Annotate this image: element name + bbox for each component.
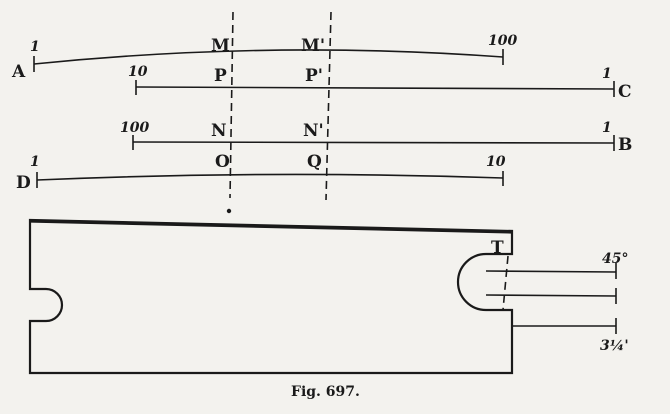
scale-a-line xyxy=(33,49,504,65)
label-n: N xyxy=(211,121,227,141)
label-b: B xyxy=(618,135,632,155)
label-p-prime: P' xyxy=(305,66,323,86)
label-o: O xyxy=(215,152,230,172)
cursor-line-left xyxy=(229,11,234,199)
scale-d-start-number: 1 xyxy=(30,154,40,170)
scale-b-end-number: 1 xyxy=(602,120,612,136)
scale-a-end-number: 100 xyxy=(488,33,517,49)
angle-scale-line xyxy=(485,270,617,273)
label-m-prime: M' xyxy=(301,36,325,56)
scale-c-start-number: 10 xyxy=(128,64,148,80)
label-p: P xyxy=(214,66,227,86)
label-m: M xyxy=(211,36,230,56)
scale-c-line xyxy=(135,86,615,90)
scale-a-start-number: 1 xyxy=(30,39,40,55)
scale-c: C 10 1 xyxy=(128,64,632,102)
label-q: Q xyxy=(307,152,322,172)
scale-b: B 100 1 xyxy=(120,120,632,155)
scale-d-line xyxy=(36,173,504,181)
slide-rule-top-edge xyxy=(29,219,513,234)
figure-caption: Fig. 697. xyxy=(291,384,360,400)
label-t: T xyxy=(491,238,504,258)
scale-c-end-number: 1 xyxy=(602,66,612,82)
scale-d: D 1 10 xyxy=(16,154,506,193)
slide-rule-body xyxy=(28,218,514,375)
cursor-mark-dot xyxy=(226,208,232,214)
angle-value: 45° xyxy=(602,251,628,267)
label-a: A xyxy=(11,62,26,82)
label-n-prime: N' xyxy=(303,121,324,141)
label-c: C xyxy=(618,82,632,102)
scale-d-end-number: 10 xyxy=(486,154,506,170)
cursor-window-line xyxy=(502,255,509,311)
label-d: D xyxy=(16,173,31,193)
scale-a: A 1 100 xyxy=(11,33,517,82)
scale-b-line xyxy=(132,141,615,144)
cursor-line-right xyxy=(325,11,332,201)
minutes-value: 3¼' xyxy=(600,338,629,354)
middle-scale-line xyxy=(485,294,617,297)
scale-b-start-number: 100 xyxy=(120,120,149,136)
